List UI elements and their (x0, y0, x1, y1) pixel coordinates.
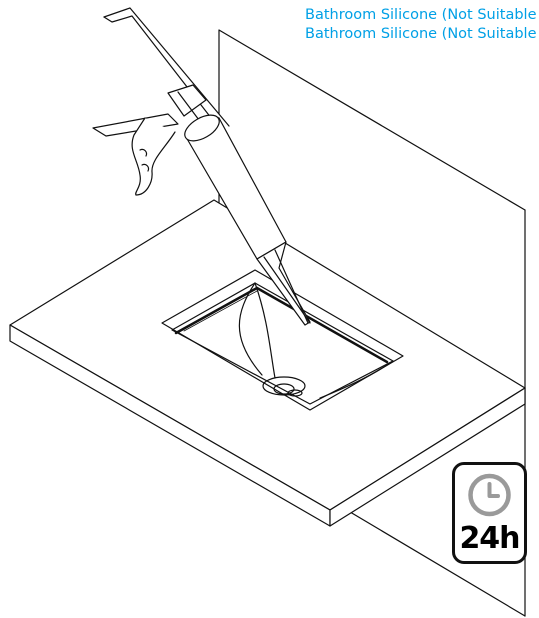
product-label-1: Bathroom Silicone (Not Suitable for Ston… (305, 7, 539, 23)
sink-cutout (161, 269, 404, 411)
caulking-gun-icon (92, 7, 311, 326)
cure-time-badge: 24h (452, 462, 527, 564)
product-label-2: Bathroom Silicone (Not Suitable for Ston… (305, 26, 539, 42)
cure-time-text: 24h (459, 521, 520, 556)
clock-icon (468, 473, 511, 517)
